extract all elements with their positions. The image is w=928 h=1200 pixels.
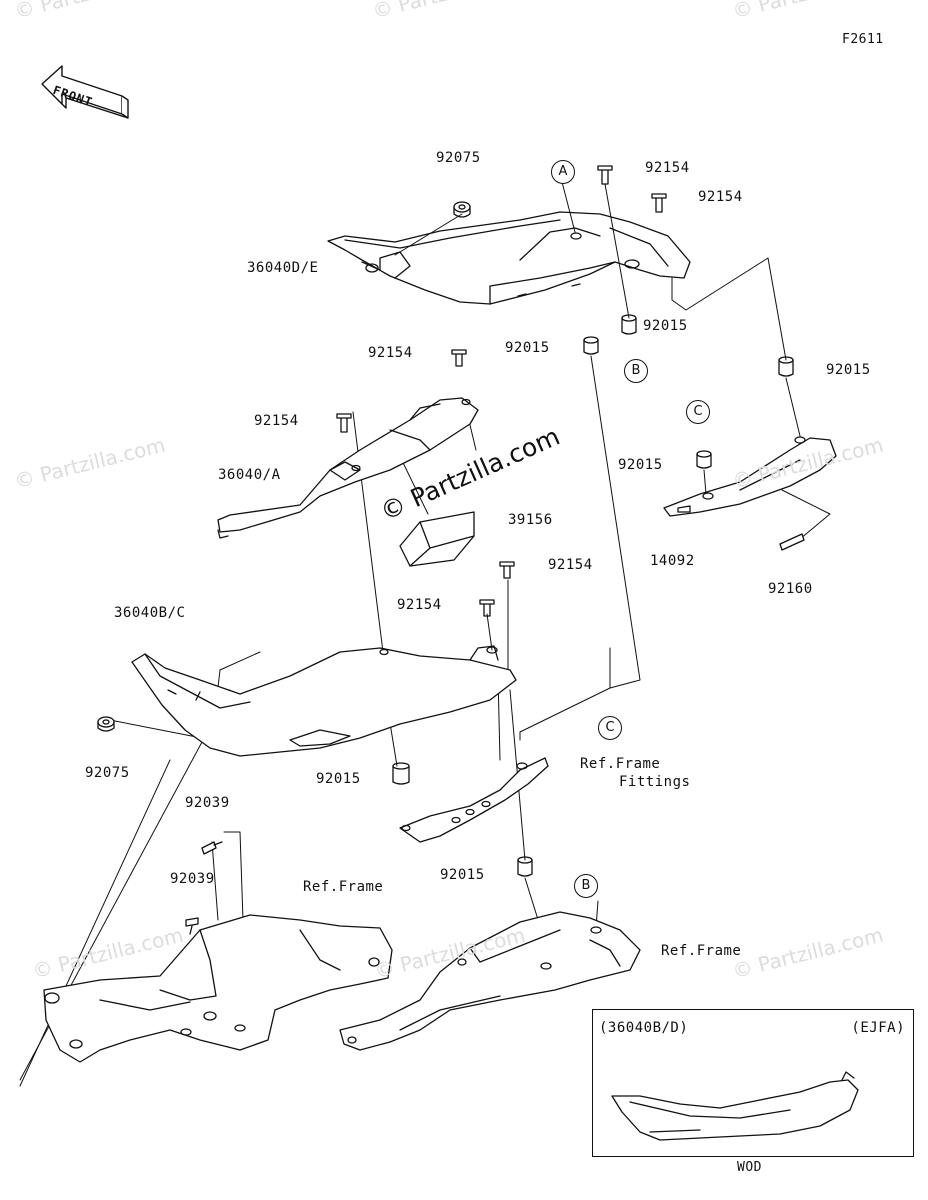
- label-92015-f: 92015: [440, 867, 485, 883]
- callout-b-bottom: B: [574, 874, 598, 898]
- label-92154-e: 92154: [548, 557, 593, 573]
- inset-side-cover: [611, 1071, 859, 1141]
- pin-92160: [779, 533, 805, 551]
- front-arrow-icon: [41, 65, 129, 119]
- grommet-92075-bottom: [97, 716, 115, 732]
- callout-a-top: A: [551, 160, 575, 184]
- label-92154-b: 92154: [698, 189, 743, 205]
- inset-left-label: (36040B/D): [599, 1020, 689, 1036]
- collar-92015-c: [778, 356, 794, 377]
- label-ref-frame-left: Ref.Frame: [303, 879, 384, 895]
- collar-92015-d: [696, 450, 712, 469]
- label-92154-c: 92154: [368, 345, 413, 361]
- bolt-92154-low-1: [499, 561, 515, 579]
- bracket-14092: [663, 436, 837, 517]
- label-92015-d: 92015: [618, 457, 663, 473]
- callout-b-top: B: [624, 359, 648, 383]
- label-92015-e: 92015: [316, 771, 361, 787]
- label-36040bc: 36040B/C: [114, 605, 186, 621]
- bolt-92154-top-2: [651, 193, 667, 213]
- label-92154-a: 92154: [645, 160, 690, 176]
- label-36040a: 36040/A: [218, 467, 281, 483]
- label-92015-a: 92015: [505, 340, 550, 356]
- collar-92015-b: [621, 314, 637, 335]
- label-92075-bottom: 92075: [85, 765, 130, 781]
- left-frame: [43, 914, 393, 1063]
- right-frame: [339, 911, 641, 1051]
- inset-bottom-label: WOD: [737, 1160, 762, 1175]
- callout-c-mid: C: [598, 716, 622, 740]
- bolt-92154-top-1: [597, 165, 613, 185]
- label-92015-b: 92015: [643, 318, 688, 334]
- label-ref-frame-fittings-1: Ref.Frame: [580, 756, 661, 772]
- side-cover-36040bc: [131, 645, 517, 757]
- label-36040de: 36040D/E: [247, 260, 319, 276]
- callout-c-top: C: [686, 400, 710, 424]
- screw-92039-2: [185, 917, 199, 935]
- label-92154-d: 92154: [254, 413, 299, 429]
- label-ref-frame-fittings-2: Fittings: [619, 774, 691, 790]
- label-14092: 14092: [650, 553, 695, 569]
- collar-92015-e: [392, 762, 410, 785]
- figure-id: F2611: [842, 32, 884, 47]
- screw-92039-1: [201, 841, 223, 855]
- label-92075-top: 92075: [436, 150, 481, 166]
- grommet-92075-top: [453, 201, 471, 218]
- label-92160: 92160: [768, 581, 813, 597]
- bolt-92154-low-2: [479, 599, 495, 617]
- frame-fittings-bracket: [399, 757, 549, 843]
- label-92039-b: 92039: [170, 871, 215, 887]
- bolt-92154-mid-2: [336, 413, 352, 433]
- inset-variant-box: (36040B/D) (EJFA): [592, 1009, 914, 1157]
- collar-92015-a: [583, 336, 599, 355]
- label-92154-f: 92154: [397, 597, 442, 613]
- leader-lines: [19, 181, 831, 1087]
- upper-cover-36040de: [327, 211, 691, 305]
- label-ref-frame-right: Ref.Frame: [661, 943, 742, 959]
- label-39156: 39156: [508, 512, 553, 528]
- middle-cover-36040a: [217, 397, 479, 539]
- label-92015-c: 92015: [826, 362, 871, 378]
- pad-39156: [399, 511, 475, 567]
- inset-right-label: (EJFA): [851, 1020, 905, 1036]
- bolt-92154-mid-1: [451, 349, 467, 367]
- label-92039-a: 92039: [185, 795, 230, 811]
